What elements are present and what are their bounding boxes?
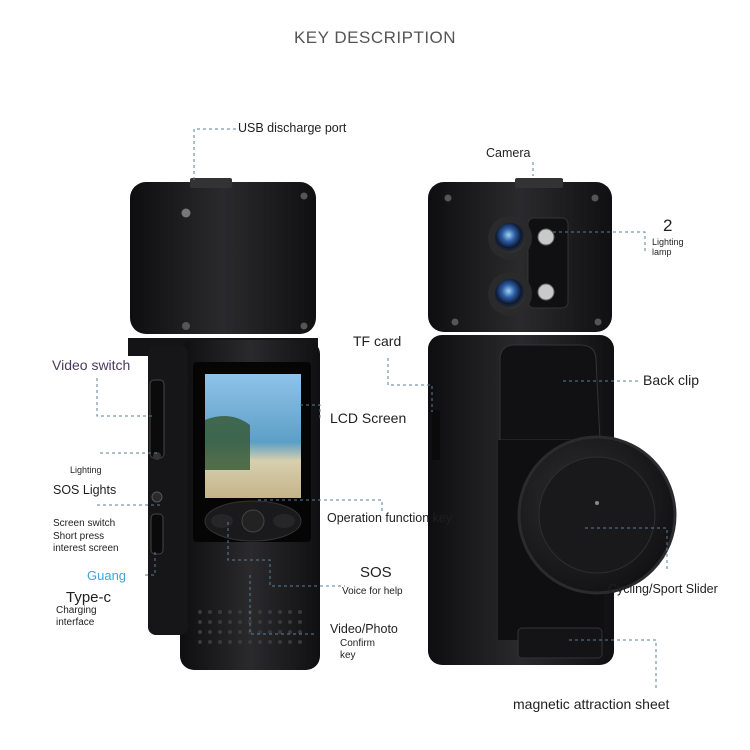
speaker-grille xyxy=(198,610,302,644)
cycling-sport-slider-label: Cycling/Sport Slider xyxy=(608,582,718,596)
lighting-lamp-icon xyxy=(537,283,555,301)
lighting-label: Lighting xyxy=(70,465,102,475)
lighting-lamp-label: Lighting lamp xyxy=(652,237,684,257)
video-switch-icon xyxy=(149,379,165,459)
magnetic-sheet xyxy=(517,627,603,659)
operation-key-icon xyxy=(241,509,265,533)
page-title: KEY DESCRIPTION xyxy=(293,28,457,47)
screw-icon xyxy=(300,192,308,200)
usb-discharge-port-label: USB discharge port xyxy=(238,121,347,135)
interface-label: interface xyxy=(56,617,95,628)
sos-label: SOS xyxy=(360,564,392,581)
tf-card-label: TF card xyxy=(353,333,402,349)
operation-function-key-label: Operation function key xyxy=(327,511,453,525)
guang-label: Guang xyxy=(87,568,127,583)
sos-light-button-icon xyxy=(151,491,163,503)
sos-key-icon xyxy=(273,514,295,528)
video-switch-label: Video switch xyxy=(52,357,131,373)
lighting-button-icon xyxy=(153,452,161,460)
magnetic-attraction-sheet-label: magnetic attraction sheet xyxy=(513,696,670,712)
video-photo-label: Video/Photo xyxy=(330,622,398,636)
screen-switch-label: Screen switch xyxy=(53,518,116,529)
confirm-label: Confirm xyxy=(340,638,376,649)
screw-icon xyxy=(182,322,190,330)
tf-card-slot-icon xyxy=(432,410,440,460)
back-clip xyxy=(499,344,601,441)
camera-lens-icon xyxy=(495,279,525,309)
front-top-block xyxy=(130,182,316,334)
lighting-lamp-icon xyxy=(537,228,555,246)
key-label: key xyxy=(340,650,356,661)
usb-port-icon xyxy=(515,178,563,188)
back-device xyxy=(428,178,677,665)
screw-icon xyxy=(181,208,191,218)
leader-lines xyxy=(96,128,668,688)
back-clip-label: Back clip xyxy=(643,372,700,388)
video-photo-key-icon xyxy=(211,514,233,528)
voice-for-help-label: Voice for help xyxy=(342,586,403,597)
sos-lights-label: SOS Lights xyxy=(53,483,117,497)
type-c-label: Type-c xyxy=(66,589,112,606)
camera-label: Camera xyxy=(486,146,531,160)
short-press-label: Short press xyxy=(53,531,105,542)
screw-icon xyxy=(300,322,308,330)
lcd-screen-label: LCD Screen xyxy=(330,410,407,426)
charging-label: Charging xyxy=(56,605,97,616)
front-device xyxy=(128,178,320,670)
usb-c-port-icon xyxy=(150,513,164,555)
interest-screen-label: interest screen xyxy=(53,543,119,554)
usb-port-icon xyxy=(190,178,232,188)
camera-lens-icon xyxy=(495,223,525,253)
lighting-count-label: 2 xyxy=(663,216,673,235)
